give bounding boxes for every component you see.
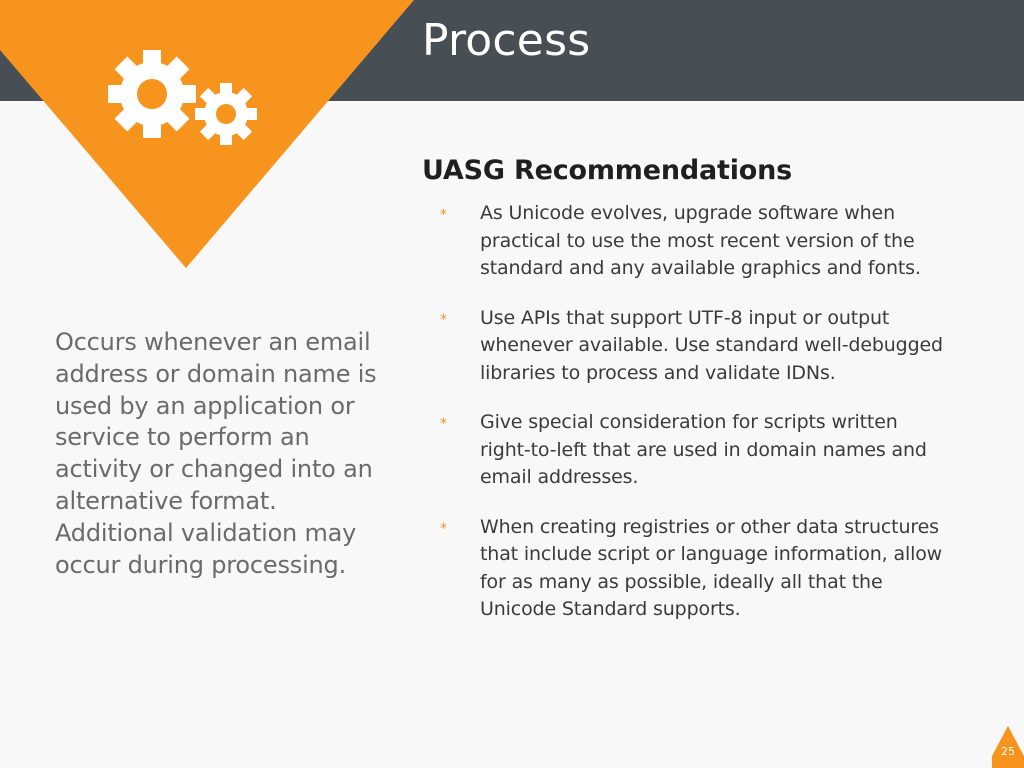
- page-number: 25: [1001, 745, 1015, 758]
- recommendation-item: * When creating registries or other data…: [440, 514, 950, 624]
- small-gear-icon: [195, 83, 257, 145]
- large-gear-icon: [108, 50, 196, 138]
- recommendation-text: Use APIs that support UTF-8 input or out…: [480, 306, 943, 384]
- gears-icon: [108, 50, 257, 145]
- bullet-icon: *: [440, 520, 447, 537]
- recommendation-item: * Use APIs that support UTF-8 input or o…: [440, 305, 950, 388]
- recommendation-text: When creating registries or other data s…: [480, 515, 943, 621]
- bullet-icon: *: [440, 311, 447, 328]
- bullet-icon: *: [440, 416, 447, 432]
- page-title: Process: [422, 15, 591, 66]
- recommendation-text: As Unicode evolves, upgrade software whe…: [480, 202, 921, 279]
- section-title: UASG Recommendations: [422, 155, 793, 186]
- bullet-icon: *: [440, 207, 447, 223]
- recommendation-text: Give special consideration for scripts w…: [480, 411, 927, 488]
- page-number-badge: [992, 726, 1024, 768]
- recommendations-list: * As Unicode evolves, upgrade software w…: [440, 200, 950, 646]
- recommendation-item: * As Unicode evolves, upgrade software w…: [440, 200, 950, 283]
- recommendation-item: * Give special consideration for scripts…: [440, 409, 950, 492]
- process-description: Occurs whenever an email address or doma…: [55, 328, 377, 579]
